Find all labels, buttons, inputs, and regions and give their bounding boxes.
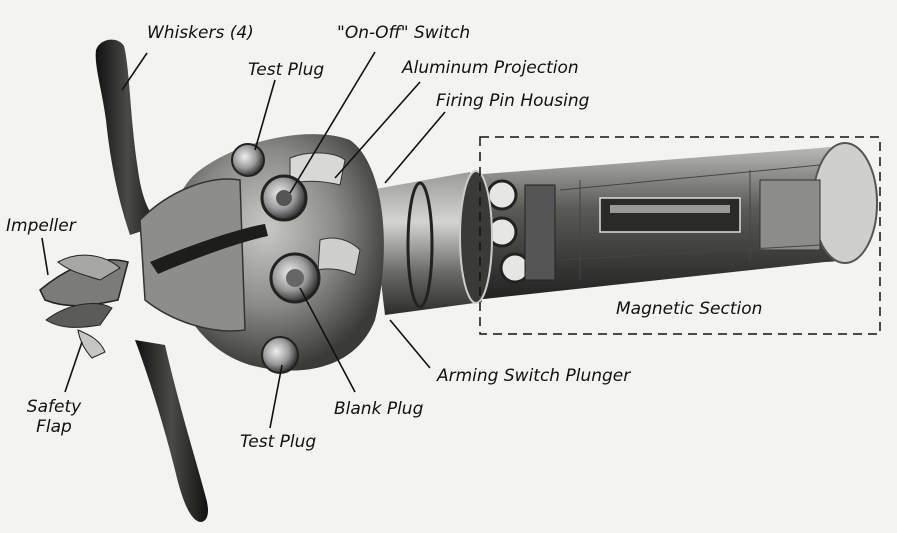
label-arming-switch-plunger: Arming Switch Plunger (437, 366, 631, 386)
leader-impeller (41, 237, 49, 276)
leader-safety-flap (64, 341, 83, 393)
label-firing-pin-housing: Firing Pin Housing (436, 91, 590, 111)
label-impeller: Impeller (6, 216, 76, 236)
leader-on-off-switch (289, 51, 376, 194)
leader-firing-pin-housing (384, 111, 446, 184)
leader-test-plug-top (254, 79, 276, 151)
leader-whiskers (121, 52, 148, 91)
label-whiskers: Whiskers (4) (147, 23, 254, 43)
magnetic-section-box (479, 136, 881, 335)
label-on-off-switch: "On-Off" Switch (337, 23, 471, 43)
label-safety-flap: Safety Flap (20, 397, 88, 437)
whisker-upper-icon (95, 39, 160, 236)
label-test-plug-bottom: Test Plug (240, 432, 317, 452)
plug-icon (231, 143, 321, 374)
leader-arming-plunger (389, 319, 431, 369)
magnetic-section-icon (470, 142, 878, 300)
arming-plunger-arm-icon (150, 224, 268, 274)
firing-pin-housing-icon (370, 170, 493, 315)
label-safety-flap-line1: Safety (26, 397, 82, 417)
leader-blank-plug (299, 287, 356, 393)
label-safety-flap-line2: Flap (36, 417, 72, 437)
label-magnetic-section: Magnetic Section (616, 299, 763, 319)
leader-test-plug-bottom (269, 364, 283, 429)
label-blank-plug: Blank Plug (334, 399, 424, 419)
whisker-lower-icon (135, 340, 208, 522)
leader-lines (41, 51, 446, 429)
label-aluminum-projection: Aluminum Projection (402, 58, 579, 78)
leader-aluminum-projection (334, 81, 421, 179)
impeller-icon (39, 254, 129, 359)
label-test-plug-top: Test Plug (248, 60, 325, 80)
